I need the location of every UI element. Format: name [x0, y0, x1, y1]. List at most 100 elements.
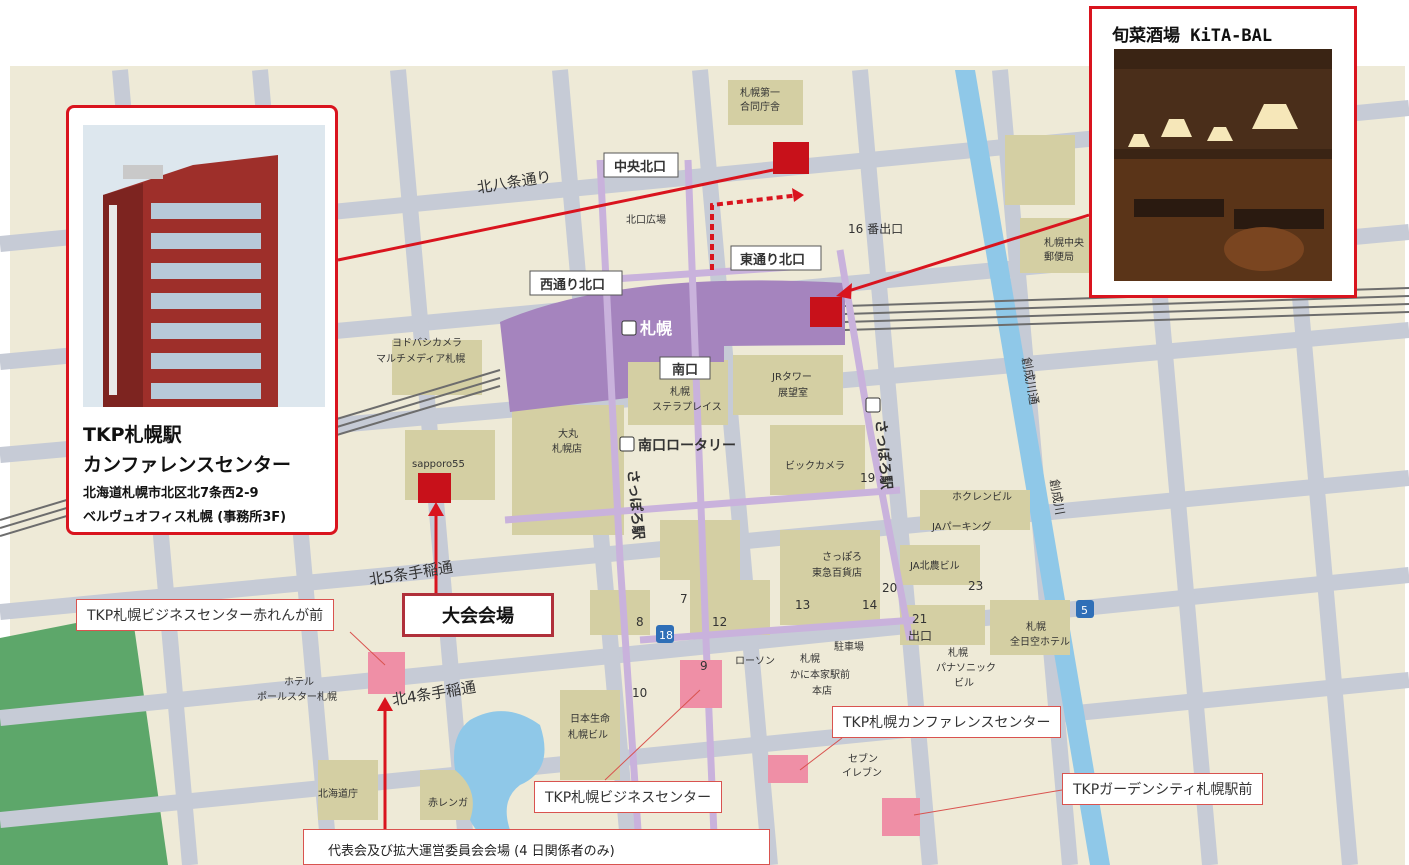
kita-bal-title: 旬菜酒場 KiTA-BAL [1112, 26, 1273, 46]
tkp-card-title-2: カンファレンスセンター [83, 454, 292, 476]
exit-chuo-kita: 中央北口 [614, 159, 666, 175]
svg-text:札幌: 札幌 [948, 646, 968, 659]
svg-text:20: 20 [882, 581, 897, 595]
tkp-card-title-1: TKP札幌駅 [83, 424, 182, 446]
svg-text:本店: 本店 [812, 684, 832, 697]
tkp-connector-line [337, 168, 774, 262]
jr-station-icon [621, 320, 637, 336]
rep-arrow-head [377, 697, 393, 711]
exit-minami: 南口 [672, 362, 698, 378]
representative-meeting-label: 代表会及び拡大運営委員会会場 (4 日関係者のみ) [303, 829, 770, 865]
svg-text:5: 5 [1081, 604, 1088, 617]
svg-text:札幌: 札幌 [1026, 620, 1046, 633]
svg-text:パナソニック: パナソニック [936, 662, 996, 674]
station-sapporo-jr: 札幌 [639, 319, 672, 338]
exit-21-label: 出口 [908, 629, 932, 643]
sapporo-station [500, 280, 845, 412]
svg-text:セブン: セブン [848, 752, 878, 765]
building-labels: 札幌第一 合同庁舎 北口広場 札幌中央 郵便局 ヨドバシカメラ マルチメディア札… [257, 86, 1084, 809]
exit-higashi-dori-kita: 東通り北口 [740, 252, 805, 268]
svg-text:東急百貨店: 東急百貨店 [812, 566, 862, 579]
svg-text:ビル: ビル [954, 677, 974, 689]
svg-text:札幌店: 札幌店 [552, 442, 582, 455]
svg-text:郵便局: 郵便局 [1044, 250, 1074, 263]
route-badge-18 [656, 625, 674, 643]
svg-text:ローソン: ローソン [735, 656, 775, 667]
route-badge-5 [1076, 600, 1094, 618]
svg-text:7: 7 [680, 592, 688, 606]
svg-text:札幌: 札幌 [800, 652, 820, 665]
route-path [710, 193, 801, 270]
tkp-marker [773, 142, 809, 174]
svg-text:北海道庁: 北海道庁 [318, 787, 358, 800]
tkp-info-card: TKP札幌駅 カンファレンスセンター 北海道札幌市北区北7条西2-9 ベルヴュオ… [66, 105, 338, 535]
svg-text:北口広場: 北口広場 [626, 213, 666, 226]
station-sapporo-subway-1: さっぽろ駅 [624, 469, 647, 541]
svg-text:イレブン: イレブン [842, 766, 882, 779]
subway-icon-toho [865, 397, 881, 413]
callout-akarenga-mae: TKP札幌ビジネスセンター赤れんが前 [76, 599, 335, 631]
svg-text:さっぽろ: さっぽろ [822, 551, 862, 563]
kita-bal-photo [1114, 49, 1332, 281]
svg-text:14: 14 [862, 598, 877, 612]
svg-text:札幌: 札幌 [670, 385, 690, 398]
svg-text:大丸: 大丸 [558, 427, 578, 440]
svg-text:JA北農ビル: JA北農ビル [909, 559, 960, 572]
svg-text:赤レンガ: 赤レンガ [428, 797, 468, 809]
svg-text:12: 12 [712, 615, 727, 629]
route-arrow-head [792, 188, 804, 202]
svg-text:札幌中央: 札幌中央 [1044, 236, 1084, 249]
callout-business-center: TKP札幌ビジネスセンター [534, 781, 723, 813]
station-minamiguchi-rotary: 南口ロータリー [638, 437, 736, 454]
tkp-garden-marker [882, 798, 920, 836]
exit-16: 16 番出口 [848, 222, 903, 236]
svg-text:8: 8 [636, 615, 644, 629]
callout-conference-center: TKP札幌カンファレンスセンター [832, 706, 1062, 738]
svg-text:19: 19 [860, 471, 875, 485]
svg-text:かに本家駅前: かに本家駅前 [790, 668, 850, 681]
exit-21: 21 [912, 612, 927, 626]
tkp-card-address-1: 北海道札幌市北区北7条西2-9 [83, 486, 259, 501]
tkp-card-address-2: ベルヴュオフィス札幌 (事務所3F) [83, 510, 287, 525]
tkp-business-marker [680, 660, 722, 708]
svg-text:JAパーキング: JAパーキング [931, 520, 991, 533]
venue-label: 大会会場 [402, 593, 554, 637]
building-blocks [318, 80, 1095, 820]
svg-text:札幌第一: 札幌第一 [740, 86, 780, 99]
svg-text:駐車場: 駐車場 [834, 640, 864, 653]
tkp-building-photo [83, 125, 325, 407]
svg-text:日本生命: 日本生命 [570, 712, 610, 725]
svg-text:ヨドバシカメラ: ヨドバシカメラ [392, 337, 462, 349]
svg-text:展望室: 展望室 [778, 386, 808, 399]
svg-text:JRタワー: JRタワー [771, 371, 812, 383]
subway-icon-rotary [619, 436, 635, 452]
exit-label-boxes [529, 152, 822, 380]
svg-text:全日空ホテル: 全日空ホテル [1010, 635, 1070, 648]
svg-text:ステラプレイス: ステラプレイス [652, 401, 722, 413]
venue-arrow-head [428, 502, 444, 516]
kita-bal-marker [810, 297, 842, 327]
svg-text:マルチメディア札幌: マルチメディア札幌 [376, 352, 465, 365]
sosei-river [955, 70, 1110, 865]
svg-text:9: 9 [700, 659, 708, 673]
svg-text:23: 23 [968, 579, 983, 593]
svg-text:ビックカメラ: ビックカメラ [785, 460, 845, 472]
exit-number-labels: 7 8 9 10 12 13 14 19 20 23 [632, 471, 983, 700]
kita-connector-line [841, 213, 1090, 295]
svg-text:ホクレンビル: ホクレンビル [952, 491, 1012, 503]
exit-nishi-dori-kita: 西通り北口 [540, 277, 605, 293]
street-soseigawa: 創成川 [1047, 478, 1067, 516]
svg-text:10: 10 [632, 686, 647, 700]
station-sapporo-subway-2: さっぽろ駅 [872, 419, 895, 491]
kita-arrow-head [836, 283, 852, 299]
kita-bal-card: 旬菜酒場 KiTA-BAL [1089, 6, 1357, 298]
svg-text:札幌ビル: 札幌ビル [568, 728, 608, 741]
tkp-akarenga-marker [368, 652, 405, 694]
svg-text:sapporo55: sapporo55 [412, 459, 465, 470]
svg-text:合同庁舎: 合同庁舎 [740, 100, 780, 113]
svg-text:ポールスター札幌: ポールスター札幌 [257, 690, 337, 703]
svg-text:13: 13 [795, 598, 810, 612]
svg-text:18: 18 [659, 629, 673, 642]
callout-garden-city: TKPガーデンシティ札幌駅前 [1062, 773, 1264, 805]
svg-text:ホテル: ホテル [284, 676, 314, 688]
